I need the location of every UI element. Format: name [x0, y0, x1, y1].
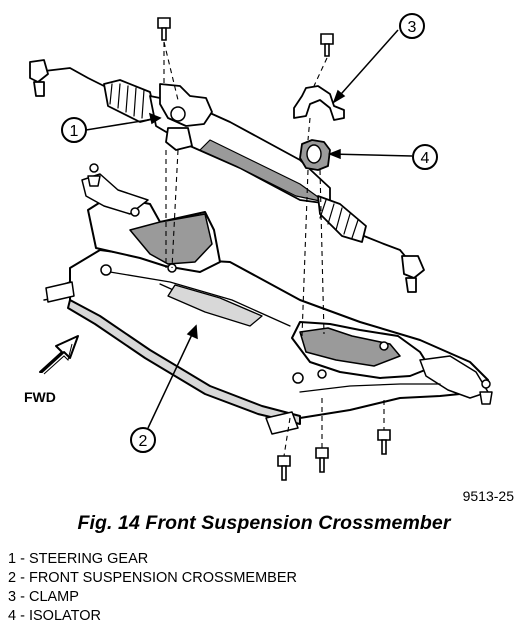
legend-number: 4	[8, 608, 17, 624]
legend-text: FRONT SUSPENSION CROSSMEMBER	[28, 570, 297, 586]
fasteners	[157, 17, 391, 481]
callout-1-label: 1	[70, 123, 79, 140]
callout-2-label: 2	[139, 433, 148, 450]
callout-2: 2	[130, 427, 156, 453]
isolator-drawing	[299, 139, 331, 171]
parts-legend: 1 - STEERING GEAR 2 - FRONT SUSPENSION C…	[8, 550, 297, 626]
callout-4-label: 4	[421, 150, 430, 167]
legend-number: 3	[8, 589, 17, 605]
steering-gear-drawing	[29, 59, 425, 293]
legend-number: 2	[8, 570, 17, 586]
legend-item: 1 - STEERING GEAR	[8, 551, 149, 567]
legend-item: 4 - ISOLATOR	[8, 608, 101, 624]
legend-item: 2 - FRONT SUSPENSION CROSSMEMBER	[8, 570, 297, 586]
crossmember-drawing	[43, 163, 493, 435]
callout-3-label: 3	[408, 19, 417, 36]
clamp-drawing	[293, 85, 345, 121]
figure-caption: Fig. 14 Front Suspension Crossmember	[77, 512, 451, 534]
legend-text: STEERING GEAR	[28, 551, 149, 567]
legend-text: ISOLATOR	[28, 608, 101, 624]
callout-4: 4	[412, 144, 438, 170]
legend-number: 1	[8, 551, 17, 567]
legend-item: 3 - CLAMP	[8, 589, 79, 605]
legend-text: CLAMP	[28, 589, 79, 605]
figure-number: 9513-25	[462, 488, 514, 504]
callout-1: 1	[61, 117, 87, 143]
callout-leaders	[85, 29, 413, 429]
fwd-label: FWD	[24, 389, 56, 405]
fwd-arrow: FWD	[24, 335, 79, 405]
alignment-lines	[163, 41, 385, 457]
callout-3: 3	[399, 13, 425, 39]
